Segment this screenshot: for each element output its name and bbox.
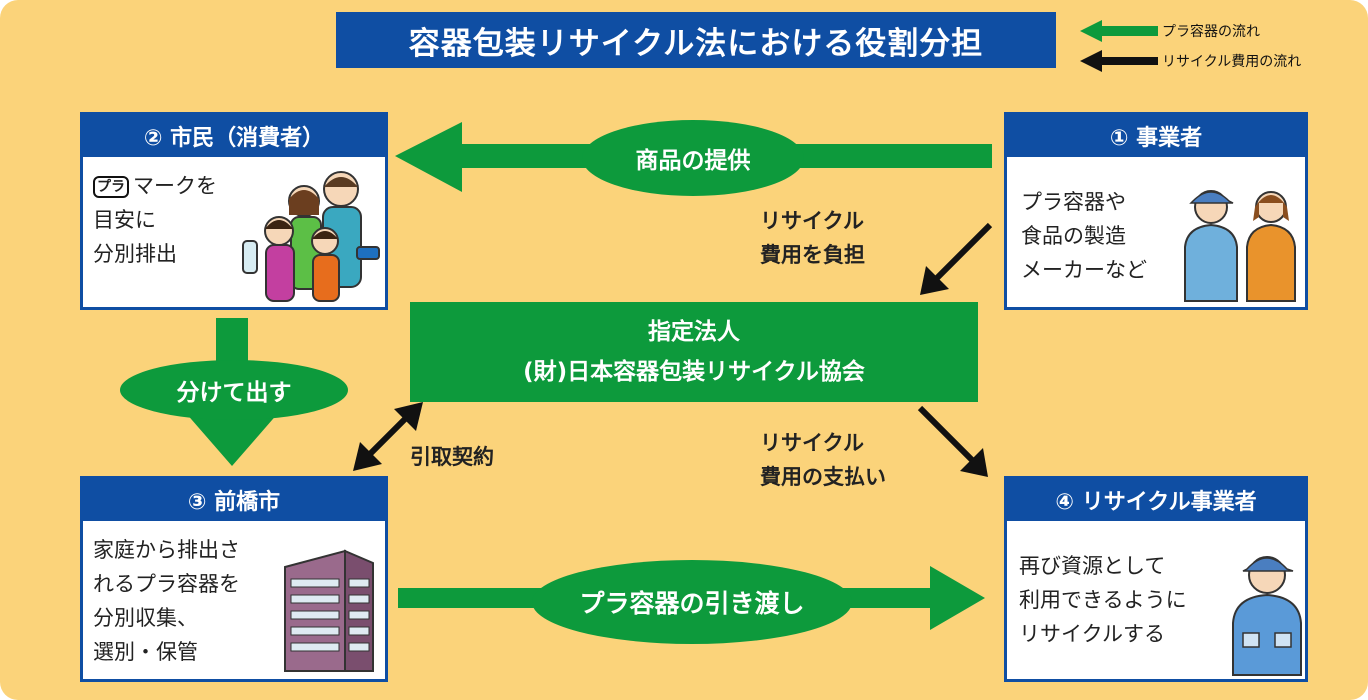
city-header: ③ 前橋市	[83, 479, 385, 521]
legend-green: プラ容器の流れ	[1080, 20, 1260, 42]
bear-cost-label: リサイクル 費用を負担	[760, 209, 865, 267]
legend-black-label: リサイクル費用の流れ	[1162, 54, 1302, 70]
legend-green-label: プラ容器の流れ	[1162, 24, 1260, 40]
citizen-box: ② 市民（消費者） プラマークを 目安に 分別排出	[80, 112, 388, 310]
pay-cost-label: リサイクル 費用の支払い	[760, 431, 886, 489]
contract-arrow	[353, 402, 423, 471]
business-box: ① 事業者 プラ容器や 食品の製造 メーカーなど	[1004, 112, 1308, 310]
handover-ellipse: プラ容器の引き渡し	[532, 560, 852, 644]
city-hall-building-icon	[284, 549, 374, 672]
recycler-header: ④ リサイクル事業者	[1007, 479, 1305, 521]
black-arrow-legend-icon	[1080, 50, 1158, 72]
city-box: ③ 前橋市 家庭から排出さ れるプラ容器を 分別収集、 選別・保管	[80, 476, 388, 682]
bear-cost-arrow	[920, 222, 993, 295]
business-header: ① 事業者	[1007, 115, 1305, 157]
business-text: プラ容器や 食品の製造 メーカーなど	[1021, 190, 1147, 282]
citizen-text: プラマークを 目安に 分別排出	[93, 174, 217, 266]
contract-label: 引取契約	[410, 445, 494, 469]
diagram-title: 容器包装リサイクル法における役割分担	[336, 12, 1056, 68]
citizen-header: ② 市民（消費者）	[83, 115, 385, 157]
recycler-box: ④ リサイクル事業者 再び資源として 利用できるように リサイクルする	[1004, 476, 1308, 682]
city-text: 家庭から排出さ れるプラ容器を 分別収集、 選別・保管	[93, 538, 240, 664]
designated-corporation-line2: (財)日本容器包装リサイクル協会	[523, 359, 865, 385]
pay-cost-arrow	[917, 405, 988, 477]
pla-mark-icon: プラ	[93, 176, 129, 198]
workers-illustration-icon	[1184, 190, 1296, 302]
family-illustration-icon	[242, 171, 380, 302]
separate-ellipse: 分けて出す	[120, 360, 348, 420]
designated-corporation: 指定法人 (財)日本容器包装リサイクル協会	[410, 302, 978, 402]
green-arrow-legend-icon	[1080, 20, 1158, 42]
designated-corporation-line1: 指定法人	[648, 319, 740, 345]
recycler-text: 再び資源として 利用できるように リサイクルする	[1019, 554, 1187, 646]
provide-goods-ellipse: 商品の提供	[582, 120, 804, 196]
recycler-worker-icon	[1232, 556, 1302, 676]
legend-black: リサイクル費用の流れ	[1080, 50, 1301, 72]
